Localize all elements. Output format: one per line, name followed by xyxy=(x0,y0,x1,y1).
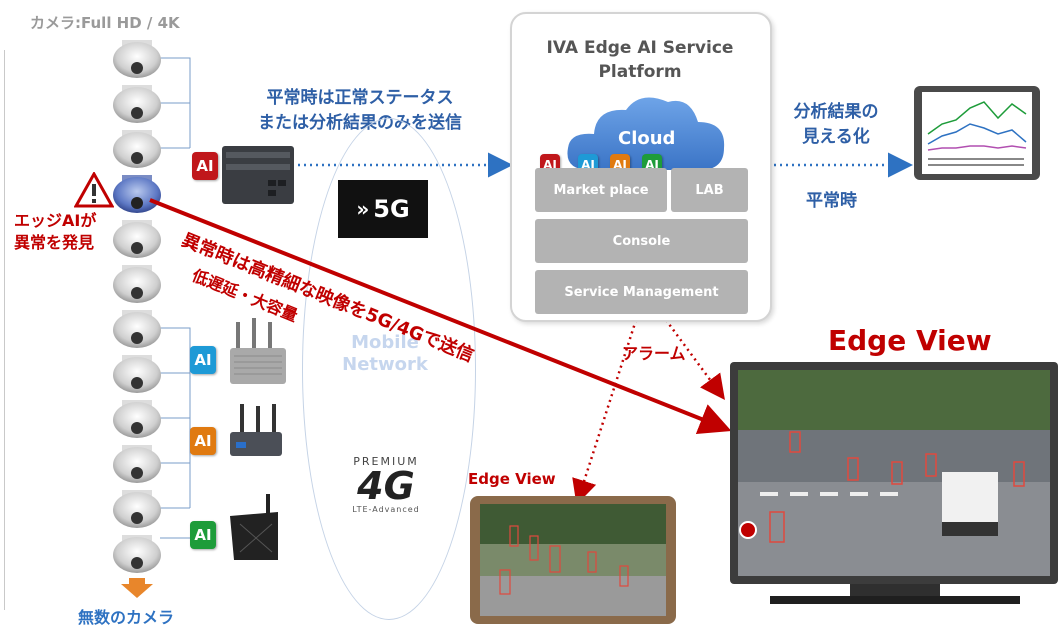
lab-box: LAB xyxy=(671,168,748,212)
anomaly-video-arrow xyxy=(149,198,732,435)
lte-advanced-label: LTE-Advanced xyxy=(352,505,420,514)
analysis-visualize-text: 分析結果の 見える化 xyxy=(774,100,898,150)
camera-column xyxy=(113,40,191,598)
alarm-text: アラーム xyxy=(622,344,686,363)
edge-ai-found-line1: エッジAIが xyxy=(14,211,97,230)
premium-label: PREMIUM xyxy=(353,455,419,468)
mobile-network-label: Mobile Network xyxy=(330,332,440,376)
camera-title: カメラ:Full HD / 4K xyxy=(30,14,180,32)
camera-5 xyxy=(113,220,161,258)
ai-badge-blue: AI xyxy=(190,346,216,374)
analysis-visualize-line2: 見える化 xyxy=(802,127,870,147)
camera-1 xyxy=(113,40,161,78)
router-device xyxy=(230,404,282,456)
camera-2 xyxy=(113,85,161,123)
edge-ai-found-text: エッジAIが 異常を発見 xyxy=(14,210,124,254)
platform-title-line1: IVA Edge AI Service xyxy=(546,38,734,58)
camera-9 xyxy=(113,400,161,438)
normal-send-line1: 平常時は正常ステータス xyxy=(266,88,454,108)
normal-time-text: 平常時 xyxy=(806,191,857,211)
mobile-network-line2: Network xyxy=(342,354,428,375)
4g-logo: 4G xyxy=(357,464,415,508)
camera-alert xyxy=(113,175,161,213)
mobile-network-ellipse xyxy=(302,118,476,620)
camera-3 xyxy=(113,130,161,168)
cloud-label: Cloud xyxy=(618,128,676,149)
camera-12 xyxy=(113,535,161,573)
platform-title: IVA Edge AI Service Platform xyxy=(520,36,760,84)
lte-device xyxy=(230,494,278,560)
market-place-box: Market place xyxy=(535,168,667,212)
gateway-device-antennas xyxy=(230,318,286,384)
camera-8 xyxy=(113,355,161,393)
warning-icon xyxy=(74,172,114,208)
down-arrow-icon xyxy=(121,578,153,598)
5g-logo-text: 5G xyxy=(373,195,410,223)
5g-logo: » 5G xyxy=(338,180,428,238)
double-chevron-icon: » xyxy=(356,197,370,221)
edge-view-tablet[interactable] xyxy=(470,496,676,624)
service-management-box: Service Management xyxy=(535,270,748,314)
alarm-arrow-small xyxy=(572,319,638,505)
console-box: Console xyxy=(535,219,748,263)
edge-server-device xyxy=(222,146,294,204)
dashboard-tablet xyxy=(914,86,1040,180)
edge-view-large-title: Edge View xyxy=(828,324,992,357)
ai-badge-orange: AI xyxy=(190,427,216,455)
left-border-line xyxy=(4,50,5,610)
camera-7 xyxy=(113,310,161,348)
camera-count-label: 無数のカメラ xyxy=(78,608,175,627)
ai-badge-red: AI xyxy=(192,152,218,180)
analysis-visualize-line1: 分析結果の xyxy=(793,102,879,122)
camera-10 xyxy=(113,445,161,483)
camera-11 xyxy=(113,490,161,528)
edge-view-monitor[interactable] xyxy=(730,362,1058,612)
edge-view-small-title: Edge View xyxy=(468,470,556,488)
edge-ai-found-line2: 異常を発見 xyxy=(14,233,95,252)
cloud-icon xyxy=(567,97,725,170)
mobile-network-line1: Mobile xyxy=(351,332,419,353)
platform-title-line2: Platform xyxy=(598,62,682,82)
ai-badge-green: AI xyxy=(190,521,216,549)
camera-6 xyxy=(113,265,161,303)
alarm-arrow-large xyxy=(664,319,725,401)
